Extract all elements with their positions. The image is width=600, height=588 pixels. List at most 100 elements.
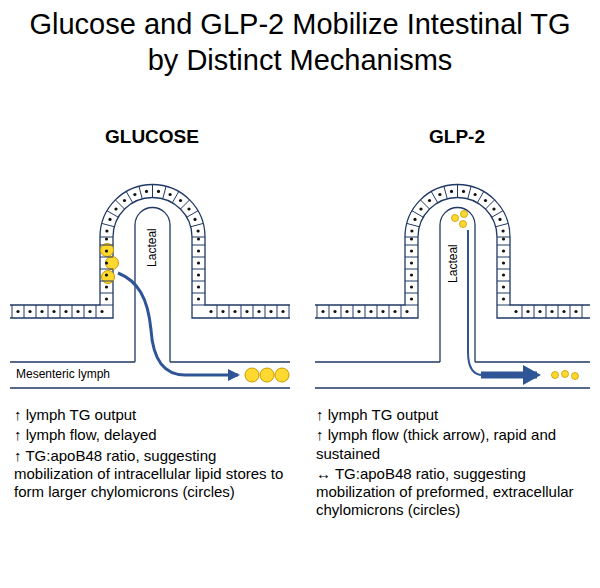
cell-border bbox=[36, 305, 37, 318]
cell-border bbox=[12, 305, 13, 318]
lacteal-wall bbox=[440, 208, 475, 362]
cell-border bbox=[72, 305, 73, 318]
cell-border bbox=[126, 192, 133, 203]
cell-border bbox=[401, 305, 402, 318]
cell-border bbox=[100, 269, 113, 270]
cell-border bbox=[377, 305, 378, 318]
cell-border bbox=[100, 245, 113, 246]
cell-border bbox=[24, 305, 25, 318]
cell-nucleus bbox=[502, 229, 505, 232]
cell-border bbox=[191, 223, 204, 226]
cell-border bbox=[534, 305, 535, 318]
cell-nucleus bbox=[502, 273, 505, 276]
chylomicron bbox=[245, 368, 259, 382]
cell-border bbox=[289, 305, 290, 318]
chylomicron bbox=[572, 373, 579, 380]
cell-nucleus bbox=[281, 310, 284, 313]
cell-nucleus bbox=[428, 199, 431, 202]
cell-nucleus bbox=[405, 310, 408, 313]
flow-arrow bbox=[118, 273, 238, 375]
cell-nucleus bbox=[410, 297, 413, 300]
cell-border bbox=[522, 305, 523, 318]
cell-border bbox=[217, 305, 218, 318]
cell-nucleus bbox=[484, 199, 487, 202]
cell-nucleus bbox=[209, 310, 212, 313]
cell-nucleus bbox=[333, 310, 336, 313]
cell-border bbox=[253, 305, 254, 318]
cell-nucleus bbox=[76, 310, 79, 313]
cell-border bbox=[139, 186, 142, 199]
finding-note: ↔ TG:apoB48 ratio, suggesting mobilizati… bbox=[316, 465, 592, 520]
cell-border bbox=[100, 293, 113, 294]
cell-border bbox=[192, 257, 205, 258]
finding-note: ↑ TG:apoB48 ratio, suggesting mobilizati… bbox=[14, 447, 296, 502]
cell-nucleus bbox=[357, 310, 360, 313]
cell-nucleus bbox=[105, 229, 108, 232]
cell-nucleus bbox=[410, 261, 413, 264]
cell-nucleus bbox=[393, 310, 396, 313]
cell-border bbox=[365, 305, 366, 318]
glucose-villus bbox=[10, 185, 290, 388]
cell-border bbox=[431, 192, 438, 203]
cell-nucleus bbox=[410, 285, 413, 288]
cell-nucleus bbox=[450, 190, 453, 193]
cell-border bbox=[497, 257, 510, 258]
cell-nucleus bbox=[221, 310, 224, 313]
cell-nucleus bbox=[52, 310, 55, 313]
cell-nucleus bbox=[193, 218, 196, 221]
cell-border bbox=[317, 305, 318, 318]
chylomicron bbox=[452, 215, 459, 222]
epithelium-outer bbox=[315, 185, 590, 305]
cell-border bbox=[100, 237, 113, 238]
cell-nucleus bbox=[574, 310, 577, 313]
cell-nucleus bbox=[345, 310, 348, 313]
cell-nucleus bbox=[502, 285, 505, 288]
cell-nucleus bbox=[114, 207, 117, 210]
cell-nucleus bbox=[474, 193, 477, 196]
cell-border bbox=[497, 281, 510, 282]
cell-border bbox=[407, 223, 420, 226]
cell-nucleus bbox=[40, 310, 43, 313]
cell-nucleus bbox=[413, 218, 416, 221]
cell-nucleus bbox=[369, 310, 372, 313]
cell-border bbox=[468, 186, 471, 199]
finding-note: ↑ lymph TG output bbox=[316, 406, 592, 424]
cell-nucleus bbox=[197, 237, 200, 240]
cell-nucleus bbox=[100, 310, 103, 313]
cell-nucleus bbox=[187, 207, 190, 210]
cell-nucleus bbox=[105, 261, 108, 264]
cell-border bbox=[107, 211, 118, 218]
cell-nucleus bbox=[179, 199, 182, 202]
cell-border bbox=[277, 305, 278, 318]
thick-flow-arrow bbox=[481, 372, 537, 379]
cell-border bbox=[241, 305, 242, 318]
cell-nucleus bbox=[502, 237, 505, 240]
epithelium-outer bbox=[10, 185, 290, 305]
cell-nucleus bbox=[321, 310, 324, 313]
cell-border bbox=[405, 305, 418, 306]
flow-line bbox=[468, 230, 483, 375]
cell-nucleus bbox=[492, 207, 495, 210]
cell-nucleus bbox=[28, 310, 31, 313]
cell-border bbox=[353, 305, 354, 318]
cell-nucleus bbox=[105, 237, 108, 240]
cell-nucleus bbox=[133, 193, 136, 196]
chylomicron bbox=[260, 368, 274, 382]
cell-nucleus bbox=[197, 261, 200, 264]
cell-border bbox=[412, 211, 423, 218]
cell-nucleus bbox=[157, 190, 160, 193]
chylomicron bbox=[460, 221, 467, 228]
cell-border bbox=[152, 185, 153, 198]
cell-border bbox=[546, 305, 547, 318]
cell-nucleus bbox=[410, 237, 413, 240]
chylomicron bbox=[461, 211, 468, 218]
cell-nucleus bbox=[526, 310, 529, 313]
cell-border bbox=[229, 305, 230, 318]
cell-nucleus bbox=[197, 285, 200, 288]
cell-border bbox=[477, 192, 484, 203]
cell-border bbox=[60, 305, 61, 318]
cell-border bbox=[405, 257, 418, 258]
cell-border bbox=[405, 269, 418, 270]
finding-note: ↑ lymph flow, delayed bbox=[14, 426, 296, 444]
